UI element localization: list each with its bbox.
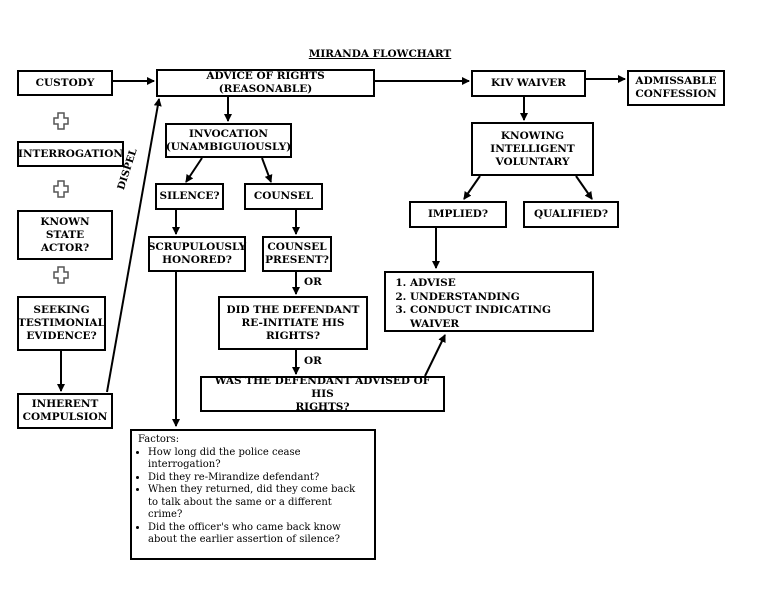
plus-icon-2 (53, 180, 69, 198)
known-state-actor-box: KNOWN STATE ACTOR? (17, 210, 113, 260)
admissable-confession-box: ADMISSABLE CONFESSION (627, 70, 725, 106)
factors-heading: Factors: (138, 434, 180, 445)
implied-steps-list: ADVISE UNDERSTANDING CONDUCT INDICATING … (384, 271, 594, 332)
or-label-1: OR (304, 276, 322, 288)
scrupulously-honored-box: SCRUPULOUSLY HONORED? (148, 236, 246, 272)
or-label-2: OR (304, 355, 322, 367)
invocation-box: INVOCATION (UNAMBIGUIOUSLY) (165, 123, 292, 158)
reinitiate-box: DID THE DEFENDANT RE-INITIATE HIS RIGHTS… (218, 296, 368, 350)
plus-icon-3 (53, 266, 69, 284)
advice-of-rights-box: ADVICE OF RIGHTS (REASONABLE) (156, 69, 375, 97)
arrow-dispel (106, 98, 162, 393)
seeking-testimonial-box: SEEKING TESTIMONIAL EVIDENCE? (17, 296, 106, 351)
kiv-waiver-box: KIV WAIVER (471, 70, 586, 97)
factor-item-2: Did they re-Mirandize defendant? (148, 472, 368, 485)
arrow-advised-steps (424, 334, 446, 377)
qualified-box: QUALIFIED? (523, 201, 619, 228)
custody-box: CUSTODY (17, 70, 113, 96)
factor-item-4: Did the officer's who came back know abo… (148, 522, 368, 547)
plus-icon-1 (53, 112, 69, 130)
counsel-box: COUNSEL (244, 183, 323, 210)
implied-step-conduct: CONDUCT INDICATING WAIVER (410, 304, 592, 331)
arrow-invocation-counsel (261, 157, 273, 183)
interrogation-box: INTERROGATION (17, 141, 124, 167)
factor-item-3: When they returned, did they come back t… (148, 484, 368, 522)
counsel-present-box: COUNSEL PRESENT? (262, 236, 332, 272)
arrow-knowing-implied (463, 175, 481, 200)
implied-box: IMPLIED? (409, 201, 507, 228)
implied-step-understanding: UNDERSTANDING (410, 291, 592, 305)
knowing-intelligent-voluntary-box: KNOWING INTELLIGENT VOLUNTARY (471, 122, 594, 176)
arrow-invocation-silence (185, 157, 203, 183)
factors-box: Factors: How long did the police cease i… (130, 429, 376, 560)
defendant-advised-box: WAS THE DEFENDANT ADVISED OF HIS RIGHTS? (200, 375, 445, 413)
implied-step-advise: ADVISE (410, 277, 592, 291)
silence-box: SILENCE? (155, 183, 224, 210)
factor-item-1: How long did the police cease interrogat… (148, 447, 368, 472)
diagram-title: MIRANDA FLOWCHART (308, 48, 452, 60)
inherent-compulsion-box: INHERENT COMPULSION (17, 393, 113, 429)
arrow-knowing-qualified (575, 175, 593, 200)
